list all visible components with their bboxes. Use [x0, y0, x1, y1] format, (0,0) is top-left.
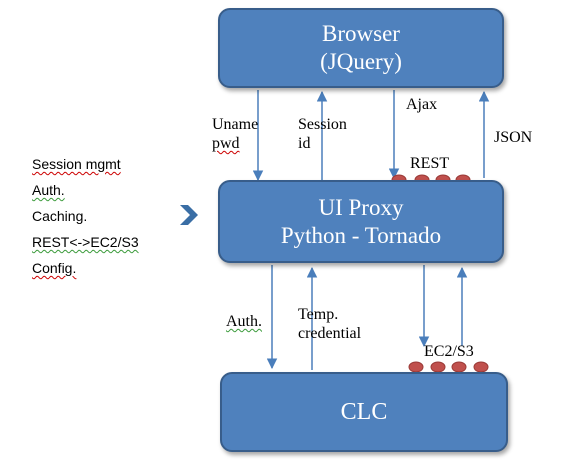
auth-label: Auth.: [226, 313, 262, 330]
feature-caching: Caching.: [32, 208, 87, 224]
uname-pwd-label: Uname pwd: [212, 115, 258, 153]
json-label: JSON: [494, 129, 533, 146]
clc-box: CLC: [220, 372, 508, 452]
feature-rest-ec2s3: REST<->EC2/S3: [32, 234, 139, 250]
browser-subtitle: (JQuery): [320, 49, 402, 74]
temp-label-line: Temp.: [298, 306, 339, 323]
feature-text: REST<->EC2/S3: [32, 234, 139, 250]
browser-box: Browser (JQuery): [218, 8, 504, 88]
temp-credential-label: Temp. credential: [298, 305, 361, 343]
id-label-line: id: [298, 135, 311, 153]
ajax-label: Ajax: [406, 96, 438, 113]
feature-config: Config.: [32, 260, 76, 276]
session-id-label: Session id: [298, 115, 347, 153]
feature-auth: Auth.: [32, 182, 65, 198]
ui-proxy-box: UI Proxy Python - Tornado: [218, 180, 504, 263]
feature-text: Session mgmt: [32, 156, 121, 172]
ec2s3-label: EC2/S3: [424, 343, 474, 360]
uname-label-line: Uname: [212, 116, 259, 133]
feature-text: Config.: [32, 260, 77, 276]
pwd-label-line: pwd: [212, 135, 240, 153]
chevron-right-icon: [180, 205, 198, 225]
browser-title: Browser: [322, 21, 400, 47]
session-label-line: Session: [298, 116, 347, 133]
rest-label: REST: [410, 155, 450, 172]
credential-label-line: credential: [298, 325, 362, 343]
ec2s3-port-dot: [408, 361, 424, 373]
ui-proxy-subtitle: Python - Tornado: [280, 222, 442, 248]
feature-text: Auth.: [32, 182, 65, 198]
ec2s3-port-dot: [473, 361, 489, 373]
feature-text: Caching.: [32, 208, 88, 224]
clc-title: CLC: [340, 398, 388, 425]
ec2s3-port-dots: [408, 361, 489, 373]
feature-session-mgmt: Session mgmt: [32, 156, 121, 172]
ec2s3-port-dot: [430, 361, 446, 373]
ec2s3-port-dot: [451, 361, 467, 373]
ui-proxy-title: UI Proxy: [318, 194, 404, 220]
